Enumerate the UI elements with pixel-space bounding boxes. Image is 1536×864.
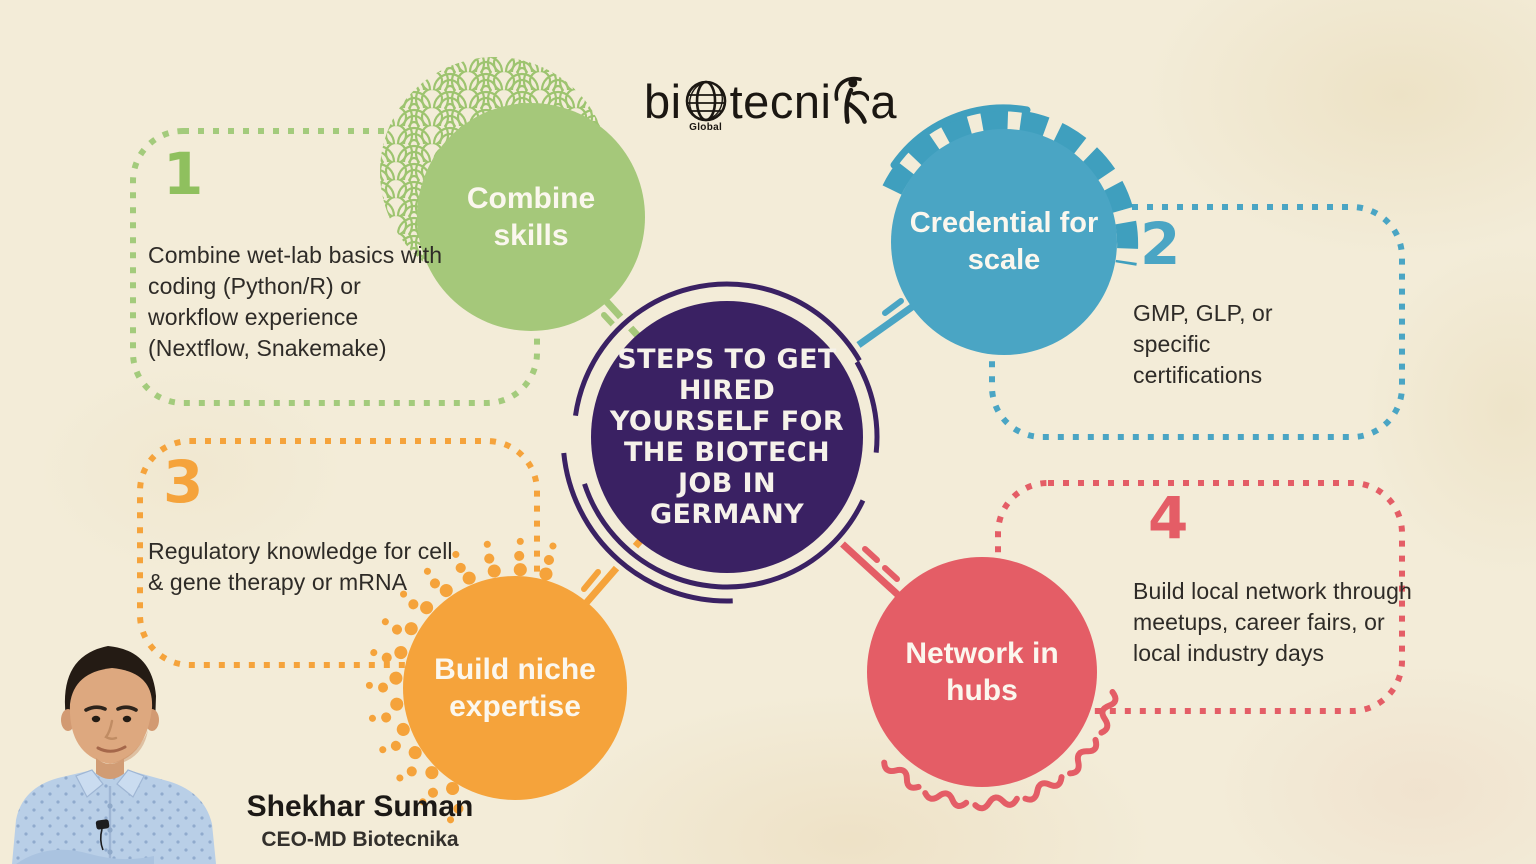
dancer-figure-icon — [834, 76, 871, 124]
globe-caption: Global — [689, 122, 723, 133]
hub-title-line: STEPS TO GET — [617, 344, 837, 375]
person-name: Shekhar Suman — [246, 790, 474, 823]
step1-description: Combine wet-lab basics with coding (Pyth… — [148, 242, 443, 361]
connector-red — [833, 535, 901, 598]
hub-orbit-arcs — [555, 265, 899, 609]
circle-build-niche-expertise: Build niche expertise — [403, 576, 627, 800]
circle-network-in-hubs: Network in hubs — [867, 557, 1097, 787]
circle-label: Combine skills — [466, 182, 596, 252]
hub-title-line: THE BIOTECH — [623, 437, 831, 468]
step3-number: 3 — [163, 448, 204, 516]
connector-teal — [846, 298, 916, 355]
hub-title-line: GERMANY — [649, 499, 805, 530]
orange-dots-decor — [365, 537, 557, 825]
circle-credential-for-scale: Credential for scale — [891, 129, 1117, 355]
hub-circle: STEPS TO GET HIRED YOURSELF FOR THE BIOT… — [591, 301, 863, 573]
circle-label: Build niche expertise — [434, 653, 596, 723]
hub-title-line: HIRED — [678, 375, 776, 406]
person-title: CEO-MD Biotecnika — [261, 828, 459, 851]
hub-title-line: YOURSELF FOR — [609, 406, 845, 437]
logo-text-a: a — [870, 75, 898, 128]
globe-icon — [685, 80, 726, 122]
step1-number: 1 — [163, 140, 204, 208]
step4-description: Build local network through meetups, car… — [1133, 578, 1412, 666]
step2-number: 2 — [1140, 210, 1181, 278]
teal-arc-decor — [882, 104, 1139, 266]
step3-description: Regulatory knowledge for cell & gene the… — [148, 538, 453, 595]
person-photo — [12, 646, 216, 864]
step4-number: 4 — [1148, 484, 1189, 552]
circle-label: Network in hubs — [905, 637, 1059, 707]
person-face — [69, 668, 153, 764]
person-shirt — [12, 769, 216, 864]
person-hair — [64, 646, 156, 726]
lapel-mic — [95, 819, 110, 830]
dancer-wrap — [833, 74, 871, 131]
logo-text-tecni: tecni — [729, 75, 832, 128]
circle-combine-skills: Combine skills — [417, 103, 645, 331]
globe-wrap: Global — [683, 78, 729, 133]
biotecnika-logo: bi Global tecni — [644, 72, 897, 133]
hub-title-line: JOB IN — [677, 468, 777, 499]
step2-description: GMP, GLP, or specific certifications — [1133, 300, 1273, 388]
logo-text-bi: bi — [644, 75, 682, 128]
step3-box-border — [137, 438, 540, 668]
circle-label: Credential for scale — [909, 207, 1099, 276]
